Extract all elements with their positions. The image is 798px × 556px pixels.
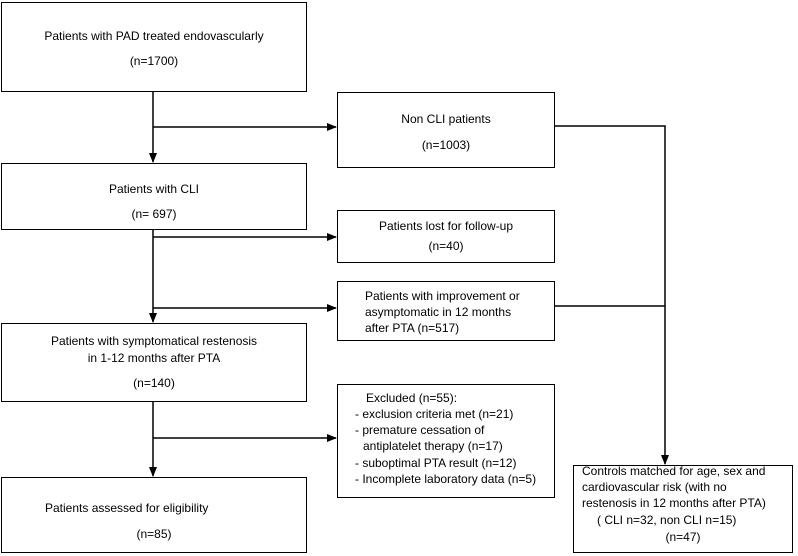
excluded-item: antiplatelet therapy (n=17): [363, 439, 503, 453]
eligible-title: Patients assessed for eligibility: [45, 501, 209, 515]
improved-line-2: asymptomatic in 12 months: [365, 305, 512, 319]
box-non-cli-patients: [337, 92, 555, 168]
box-eligible-patients: [1, 477, 307, 553]
excluded-title: Excluded (n=55):: [366, 391, 458, 405]
non-cli-title: Non CLI patients: [401, 112, 491, 126]
box-lost-follow-up: [337, 210, 555, 263]
controls-line-3: restenosis in 12 months after PTA): [582, 496, 766, 510]
cli-title: Patients with CLI: [108, 182, 200, 196]
pad-title: Patients with PAD treated endovascularly: [44, 29, 264, 43]
box-controls: [573, 465, 793, 553]
excluded-item: - suboptimal PTA result (n=12): [355, 456, 517, 470]
controls-line-2: cardiovascular risk (with no: [582, 480, 727, 494]
controls-line-1: Controls matched for age, sex and: [582, 464, 766, 478]
cli-count: (n= 697): [131, 207, 177, 221]
lost-title: Patients lost for follow-up: [378, 219, 514, 233]
restenosis-line-1: Patients with symptomatical restenosis: [50, 334, 258, 348]
restenosis-line-2: in 1-12 months after PTA: [87, 351, 221, 365]
connector-non-cli-to-controls: [554, 125, 669, 465]
eligible-count: (n=85): [136, 527, 172, 541]
controls-count: (n=47): [665, 530, 701, 544]
lost-count: (n=40): [428, 239, 464, 253]
controls-line-4: ( CLI n=32, non CLI n=15): [597, 513, 737, 527]
box-restenosis-patients: [1, 323, 307, 402]
excluded-item: - exclusion criteria met (n=21): [355, 407, 514, 421]
improved-line-1: Patients with improvement or: [365, 289, 520, 303]
improved-line-3: after PTA (n=517): [365, 321, 460, 335]
box-cli-patients: [1, 163, 307, 230]
box-pad-patients: [1, 2, 307, 92]
excluded-item: - Incomplete laboratory data (n=5): [355, 472, 537, 486]
pad-count: (n=1700): [129, 54, 179, 68]
box-excluded: [337, 384, 555, 498]
box-improved-patients: [337, 281, 555, 341]
restenosis-count: (n=140): [133, 376, 175, 390]
non-cli-count: (n=1003): [421, 138, 471, 152]
excluded-item: - premature cessation of: [355, 423, 485, 437]
